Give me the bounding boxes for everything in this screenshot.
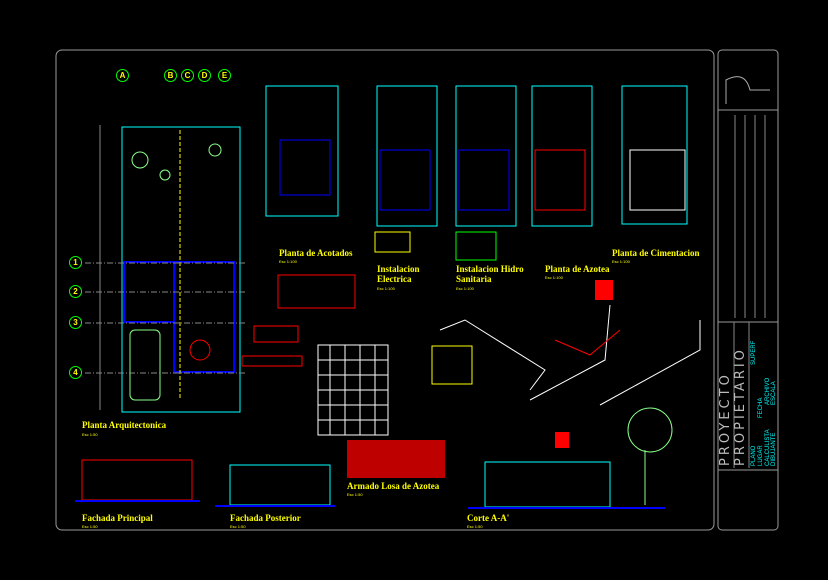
field-dibujante: DIBUJANTE bbox=[771, 432, 777, 466]
sheet-frame bbox=[55, 49, 715, 531]
scale-label: Esc 1:100 bbox=[456, 286, 474, 291]
axis-a: A bbox=[116, 69, 129, 82]
label-instalacion-hidro-sanitaria: Instalacion Hidro Sanitaria bbox=[456, 264, 524, 284]
scale-label: Esc 1:50 bbox=[347, 492, 363, 497]
field-superf: SUPERF bbox=[751, 340, 757, 365]
elevations bbox=[75, 407, 673, 509]
label-planta-cimentacion: Planta de Cimentacion bbox=[612, 248, 700, 258]
label-fachada-posterior: Fachada Posterior bbox=[230, 513, 301, 523]
label-instalacion-electrica: Instalacion Electrica bbox=[377, 264, 420, 284]
isometric-piping bbox=[439, 304, 701, 406]
title-owner: PROPIETARIO bbox=[733, 347, 748, 466]
label-planta-arquitectonica: Planta Arquitectonica bbox=[82, 420, 167, 430]
axis-3: 3 bbox=[69, 316, 82, 329]
label-corte-aa: Corte A-A' bbox=[467, 513, 510, 523]
scale-label: Esc 1:50 bbox=[82, 432, 98, 437]
field-plano: PLANO bbox=[751, 445, 757, 466]
axis-c: C bbox=[181, 69, 194, 82]
scale-label: Esc 1:100 bbox=[545, 275, 563, 280]
small-plans bbox=[265, 85, 688, 385]
title-block-frame bbox=[717, 49, 779, 531]
axis-4: 4 bbox=[69, 366, 82, 379]
axis-e: E bbox=[218, 69, 231, 82]
scale-label: Esc 1:100 bbox=[279, 259, 297, 264]
title-project: PROYECTO bbox=[718, 372, 733, 466]
scale-label: Esc 1:50 bbox=[82, 524, 98, 529]
scale-label: Esc 1:100 bbox=[612, 259, 630, 264]
axis-2: 2 bbox=[69, 285, 82, 298]
axis-1: 1 bbox=[69, 256, 82, 269]
armado-losa bbox=[241, 325, 389, 436]
scale-label: Esc 1:100 bbox=[377, 286, 395, 291]
label-armado-losa: Armado Losa de Azotea bbox=[347, 481, 440, 491]
label-planta-azotea: Planta de Azotea bbox=[545, 264, 610, 274]
scale-label: Esc 1:50 bbox=[467, 524, 483, 529]
field-escala: ESCALA bbox=[771, 381, 777, 405]
label-fachada-principal: Fachada Principal bbox=[82, 513, 153, 523]
scale-label: Esc 1:50 bbox=[230, 524, 246, 529]
field-fecha: FECHA bbox=[758, 397, 764, 418]
planta-arquitectonica bbox=[99, 125, 241, 413]
label-planta-acotados: Planta de Acotados bbox=[279, 248, 353, 258]
axis-d: D bbox=[198, 69, 211, 82]
axis-b: B bbox=[164, 69, 177, 82]
field-lugar: LUGAR bbox=[758, 445, 764, 466]
